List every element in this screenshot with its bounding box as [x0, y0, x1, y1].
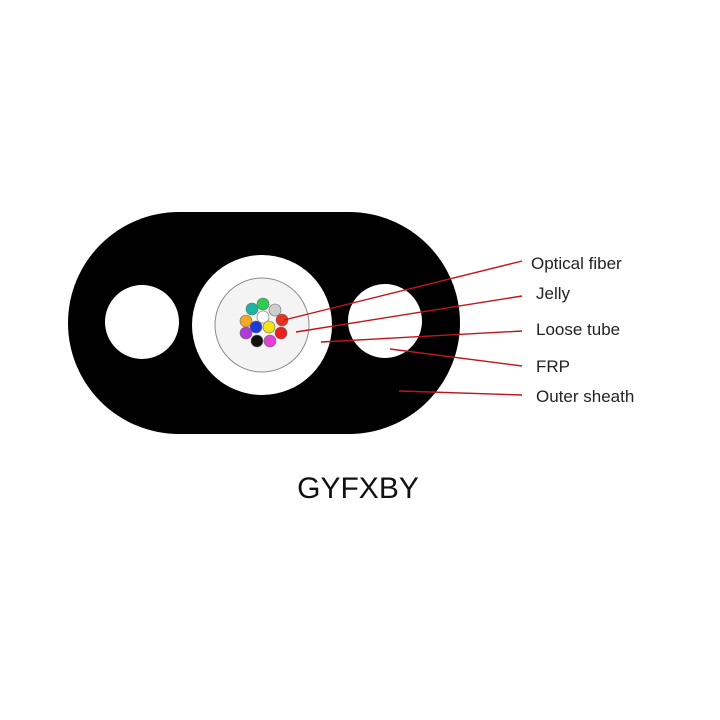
label-optical-fiber: Optical fiber: [531, 254, 622, 273]
optical-fiber-6: [275, 313, 289, 327]
leader-line-frp: [389, 348, 523, 367]
frp-left: [105, 285, 179, 359]
optical-fiber-bundle: [239, 297, 289, 348]
optical-fiber-9: [262, 320, 276, 334]
optical-fiber-8: [249, 320, 263, 334]
leader-line-optical-fiber: [283, 260, 523, 321]
label-jelly: Jelly: [536, 284, 571, 303]
optical-fiber-11: [250, 334, 264, 348]
cable-model-title: GYFXBY: [297, 472, 419, 505]
leader-lines: [283, 260, 523, 396]
label-outer-sheath: Outer sheath: [536, 387, 634, 406]
optical-fiber-1: [245, 302, 259, 316]
label-loose-tube: Loose tube: [536, 320, 620, 339]
optical-fiber-10: [274, 326, 288, 340]
optical-fiber-5: [256, 310, 270, 324]
leader-line-loose-tube: [320, 330, 523, 343]
optical-fiber-2: [256, 297, 270, 311]
optical-fiber-7: [239, 326, 253, 340]
optical-fiber-3: [268, 303, 282, 317]
optical-fiber-12: [263, 334, 277, 348]
label-frp: FRP: [536, 357, 570, 376]
leader-line-outer-sheath: [398, 390, 523, 396]
leader-line-jelly: [295, 295, 523, 333]
jelly-region: [214, 277, 310, 373]
